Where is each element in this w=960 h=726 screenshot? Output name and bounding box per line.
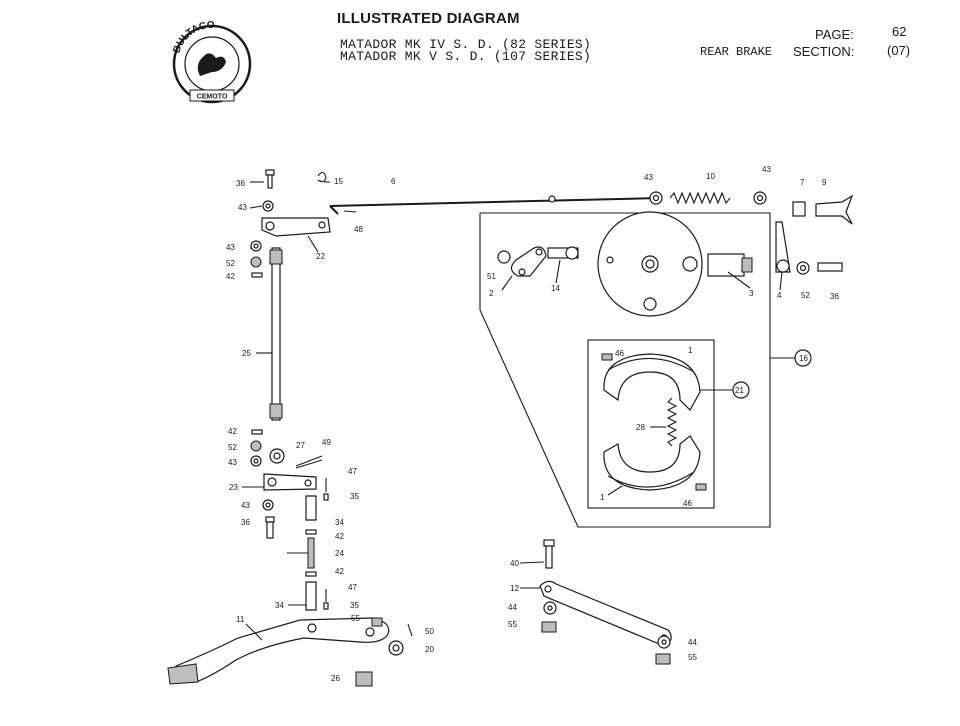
section-label: SECTION: xyxy=(793,44,855,59)
callout-35b: 35 xyxy=(350,601,359,610)
callout-46a: 46 xyxy=(615,349,624,358)
callout-23: 23 xyxy=(229,483,238,492)
callout-44b: 44 xyxy=(688,638,697,647)
section-number: (07) xyxy=(887,43,911,58)
callout-43a: 43 xyxy=(644,173,653,182)
callout-44a: 44 xyxy=(508,603,517,612)
model-line-2: MATADOR MK V S. D. (107 SERIES) xyxy=(340,49,592,64)
callout-4: 4 xyxy=(777,291,782,300)
callout-43f: 43 xyxy=(241,501,250,510)
callout-43c: 43 xyxy=(238,203,247,212)
callout-21: 21 xyxy=(735,386,744,395)
callout-52b: 52 xyxy=(801,291,810,300)
callout-46b: 46 xyxy=(683,499,692,508)
callout-42b: 42 xyxy=(228,427,237,436)
callout-40: 40 xyxy=(510,559,519,568)
callout-7: 7 xyxy=(800,178,805,187)
callout-14: 14 xyxy=(551,284,560,293)
callout-50: 50 xyxy=(425,627,434,636)
page-number: 62 xyxy=(892,24,907,39)
callout-25: 25 xyxy=(242,349,251,358)
callout-48: 48 xyxy=(354,225,363,234)
callout-28: 28 xyxy=(636,423,645,432)
callout-35a: 35 xyxy=(350,492,359,501)
callout-26: 26 xyxy=(331,674,340,683)
logo-text-bottom: CEMOTO xyxy=(197,94,228,101)
callout-16: 16 xyxy=(799,354,808,363)
diagram-title: ILLUSTRATED DIAGRAM xyxy=(337,10,520,27)
section-name: REAR BRAKE xyxy=(700,45,773,59)
callout-12: 12 xyxy=(510,584,519,593)
callout-52a: 52 xyxy=(226,259,235,268)
callout-24: 24 xyxy=(335,549,344,558)
callout-1b: 1 xyxy=(600,493,605,502)
callout-47a: 47 xyxy=(348,467,357,476)
callout-43d: 43 xyxy=(226,243,235,252)
callout-47b: 47 xyxy=(348,583,357,592)
page-label: PAGE: xyxy=(815,27,854,42)
callout-3: 3 xyxy=(749,289,754,298)
callout-36b: 36 xyxy=(830,292,839,301)
callout-11: 11 xyxy=(236,615,245,624)
callout-15: 15 xyxy=(334,177,343,186)
callout-10: 10 xyxy=(706,172,715,181)
bultaco-logo: BULTACO CEMOTO xyxy=(171,20,252,104)
callout-20: 20 xyxy=(425,645,434,654)
callout-2: 2 xyxy=(489,289,494,298)
callout-6: 6 xyxy=(391,177,396,186)
callout-36c: 36 xyxy=(241,518,250,527)
callout-9: 9 xyxy=(822,178,827,187)
callout-49: 49 xyxy=(322,438,331,447)
callout-42a: 42 xyxy=(226,272,235,281)
callout-52c: 52 xyxy=(228,443,237,452)
callout-55a: 55 xyxy=(351,614,360,623)
callout-51: 51 xyxy=(487,272,496,281)
callout-42c: 42 xyxy=(335,532,344,541)
callout-36a: 36 xyxy=(236,179,245,188)
callout-42d: 42 xyxy=(335,567,344,576)
callout-43e: 43 xyxy=(228,458,237,467)
callout-43b: 43 xyxy=(762,165,771,174)
callout-34b: 34 xyxy=(275,601,284,610)
callout-22: 22 xyxy=(316,252,325,261)
callout-55c: 55 xyxy=(688,653,697,662)
model-line-1: MATADOR MK IV S. D. (82 SERIES) xyxy=(340,37,592,52)
callout-34a: 34 xyxy=(335,518,344,527)
callout-1a: 1 xyxy=(688,346,693,355)
callout-27: 27 xyxy=(296,441,305,450)
callout-55b: 55 xyxy=(508,620,517,629)
